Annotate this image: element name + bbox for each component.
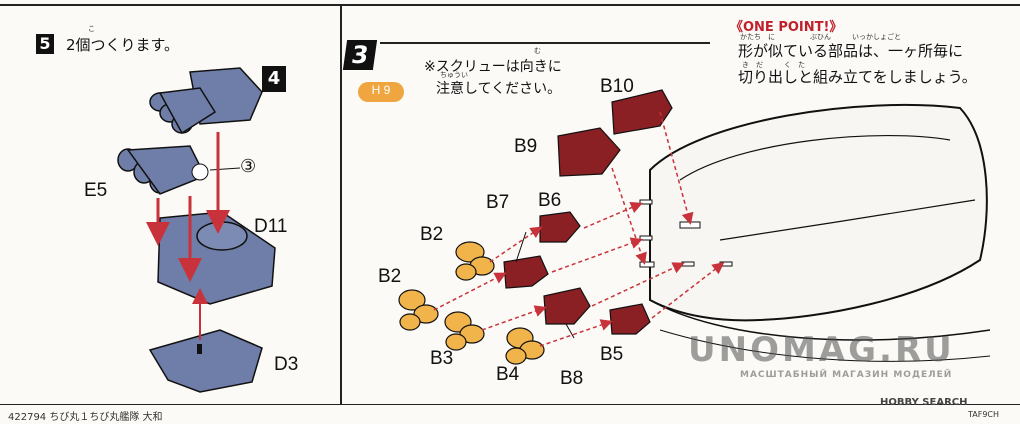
- label-b9: B9: [514, 136, 538, 157]
- propeller-b4: [505, 327, 545, 365]
- step-5-number: 5: [36, 34, 54, 54]
- propeller-b2-lower: [398, 289, 439, 331]
- one-point-ruby1: かたち に ぶひん いっかしょごと: [740, 33, 901, 41]
- footer-product: 422794 ちび丸１ちび丸艦隊 大和: [8, 412, 163, 423]
- step-5-ruby: こ: [88, 25, 95, 33]
- unomag-watermark: UNOMAG.RU: [688, 330, 955, 370]
- footer-code: TAF9CH: [968, 410, 1000, 419]
- label-d3: D3: [274, 354, 299, 375]
- part-b10: [611, 89, 673, 135]
- part-b9: [557, 127, 621, 177]
- top-border: [0, 4, 1020, 6]
- label-d11: D11: [254, 216, 288, 237]
- hobby-search-logo: HOBBY SEARCH: [880, 397, 967, 408]
- step-3-note-line1: ※スクリューは向きに: [424, 59, 562, 75]
- turret-barrels-top: [149, 67, 263, 135]
- part-b8: [543, 287, 591, 325]
- part-b7: [503, 255, 549, 289]
- label-b6: B6: [538, 190, 562, 211]
- divider-vertical: [340, 6, 342, 404]
- label-b10: B10: [600, 76, 634, 97]
- turret-barrels-e5: [117, 145, 209, 195]
- paint-tag-h9: H 9: [358, 82, 404, 102]
- one-point-title: 《ONE POINT!》: [730, 20, 843, 35]
- one-point-ruby2: き だ く た: [742, 61, 805, 69]
- one-point-line1: 形が似ている部品は、一ヶ所毎に: [738, 42, 964, 60]
- label-b7: B7: [486, 192, 510, 213]
- one-point-line2: 切り出しと組み立てをしましょう。: [738, 68, 977, 86]
- turret-plate-d3: [148, 329, 263, 393]
- propeller-b2-upper: [455, 241, 495, 281]
- paint-tag-label: H 9: [371, 83, 391, 97]
- propeller-b3: [444, 311, 485, 351]
- hull-stern: [649, 103, 991, 362]
- label-b2-lower: B2: [378, 266, 402, 287]
- part-b5: [609, 303, 651, 335]
- hobby-search-text: HOBBY SEARCH: [880, 397, 968, 408]
- label-b8: B8: [560, 368, 584, 389]
- bottom-border: [0, 404, 1020, 405]
- label-b5: B5: [600, 344, 624, 365]
- label-b3: B3: [430, 348, 454, 369]
- step-3-note-line2: 注意してください。: [436, 81, 562, 97]
- sub-step-4-number: 4: [262, 66, 286, 92]
- ruby-muki: む: [534, 47, 541, 55]
- circle-reference: ③: [240, 156, 257, 177]
- label-b4: B4: [496, 364, 520, 385]
- step-5-instruction: 2個つくります。: [66, 36, 180, 54]
- label-e5: E5: [84, 180, 108, 201]
- ruby-chui: ちゅうい: [440, 71, 468, 79]
- part-b6: [539, 211, 581, 243]
- label-b2-upper: B2: [420, 224, 444, 245]
- step3-header-line: [380, 42, 710, 44]
- unomag-subtitle: МАСШТАБНЫЙ МАГАЗИН МОДЕЛЕЙ: [740, 370, 953, 380]
